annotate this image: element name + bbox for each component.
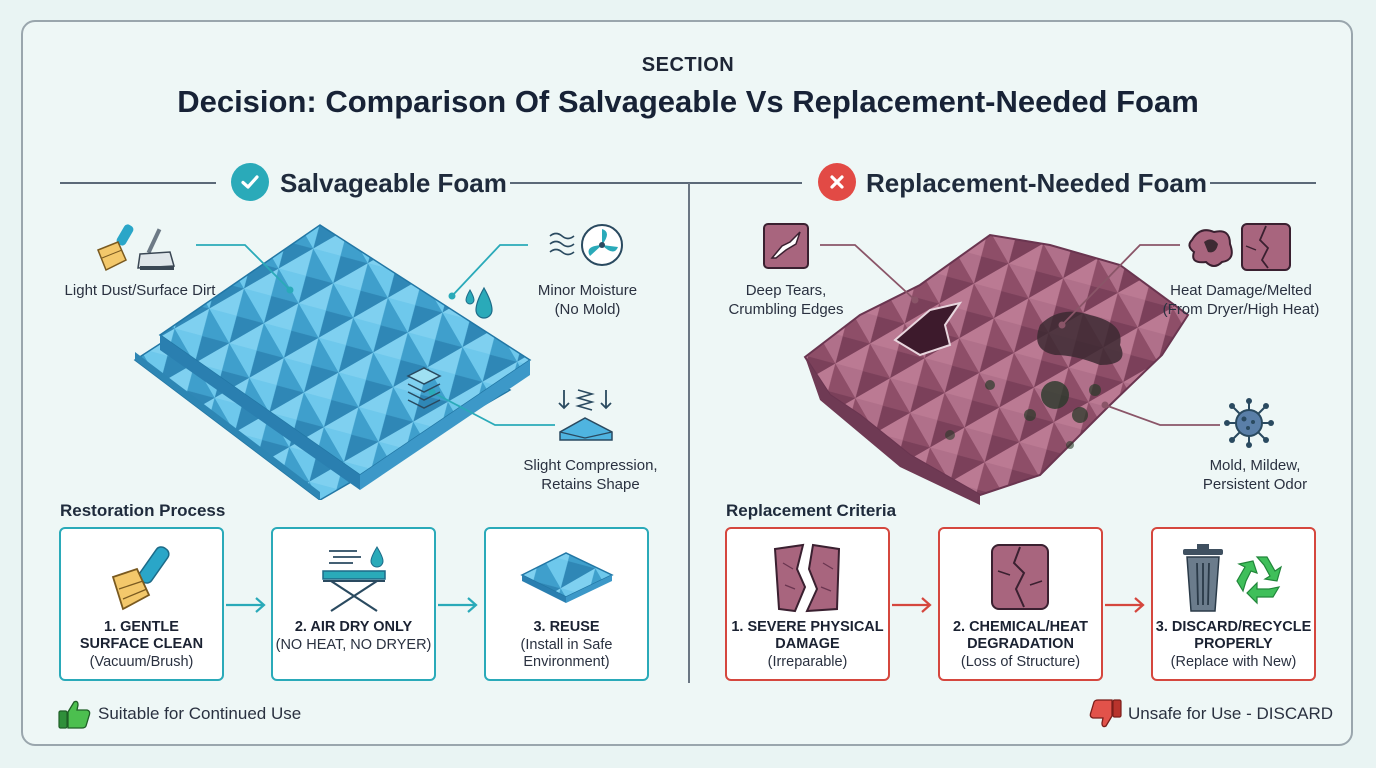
step-subtitle: (Install in Safe Environment)	[486, 637, 647, 671]
step-title-line2: SURFACE CLEAN	[79, 636, 204, 652]
damaged-foam-illustration	[803, 233, 1190, 505]
water-drop-icon	[465, 286, 493, 319]
column-divider	[688, 183, 690, 683]
criteria-title-line2: DAMAGE	[775, 636, 840, 652]
unsafe-footer: Unsafe for Use - DISCARD	[1088, 698, 1333, 730]
divider-line	[510, 182, 802, 184]
mold-callout-line2: Persistent Odor	[1202, 476, 1308, 493]
criteria-title-line1: 1. SEVERE PHYSICAL	[731, 619, 884, 635]
criteria-title: 3. DISCARD/RECYCLE PROPERLY	[1153, 619, 1314, 653]
criteria-card-discard: 3. DISCARD/RECYCLE PROPERLY (Replace wit…	[1151, 527, 1316, 681]
criteria-subtitle: (Replace with New)	[1170, 654, 1297, 670]
trash-recycle-icon	[1183, 544, 1283, 612]
salvageable-heading: Salvageable Foam	[280, 168, 507, 198]
spring-compression-icon	[558, 389, 613, 441]
page-title: Decision: Comparison Of Salvageable Vs R…	[177, 84, 1199, 119]
brush-icon	[97, 224, 175, 272]
broken-foam-icon	[773, 543, 841, 613]
divider-line	[60, 182, 216, 184]
check-icon	[231, 163, 269, 201]
mold-callout-line1: Mold, Mildew,	[1209, 457, 1301, 474]
criteria-title: 1. SEVERE PHYSICAL DAMAGE	[727, 619, 888, 653]
step-title: 1. GENTLE SURFACE CLEAN	[61, 619, 222, 653]
replacement-heading: Replacement-Needed Foam	[866, 168, 1207, 198]
step-title: 3. REUSE	[533, 619, 600, 635]
arrow-right-icon	[226, 597, 266, 613]
foam-panel-icon	[520, 552, 614, 603]
criteria-title-line1: 2. CHEMICAL/HEAT	[952, 619, 1089, 635]
dust-callout: Light Dust/Surface Dirt	[64, 282, 216, 299]
mold-icon	[1224, 398, 1274, 448]
heat-callout: Heat Damage/Melted (From Dryer/High Heat…	[1150, 281, 1332, 319]
step-card-reuse: 3. REUSE (Install in Safe Environment)	[484, 527, 649, 681]
arrow-right-icon	[438, 597, 478, 613]
criteria-subtitle: (Loss of Structure)	[960, 654, 1081, 670]
salvageable-foam-illustration	[133, 224, 532, 500]
suitable-footer: Suitable for Continued Use	[58, 698, 301, 730]
criteria-title-line2: PROPERLY	[1194, 636, 1273, 652]
compression-callout: Slight Compression, Retains Shape	[508, 456, 673, 494]
step-subtitle-line1: (Install in Safe	[520, 637, 613, 653]
replacement-callout-lines	[820, 244, 1220, 426]
step-card-air-dry: 2. AIR DRY ONLY (NO HEAT, NO DRYER)	[271, 527, 436, 681]
arrow-right-icon	[1105, 597, 1145, 613]
moisture-callout-line2: (No Mold)	[554, 301, 621, 318]
mold-callout: Mold, Mildew, Persistent Odor	[1180, 456, 1330, 494]
tears-callout: Deep Tears, Crumbling Edges	[715, 281, 857, 319]
criteria-title-line1: 3. DISCARD/RECYCLE	[1155, 619, 1312, 635]
criteria-subtitle: (Irreparable)	[767, 654, 848, 670]
thumbs-down-icon	[1089, 699, 1122, 728]
thumbs-up-icon	[58, 700, 91, 729]
moisture-callout-line1: Minor Moisture	[537, 282, 638, 299]
section-label: SECTION	[641, 54, 735, 76]
brush-icon	[111, 546, 170, 611]
melted-foam-icon	[1188, 223, 1291, 271]
compression-callout-line1: Slight Compression,	[523, 457, 658, 474]
arrow-right-icon	[892, 597, 932, 613]
replacement-criteria-title: Replacement Criteria	[726, 501, 897, 520]
restoration-process-title: Restoration Process	[60, 501, 226, 520]
compression-callout-line2: Retains Shape	[541, 476, 640, 493]
criteria-card-physical-damage: 1. SEVERE PHYSICAL DAMAGE (Irreparable)	[725, 527, 890, 681]
step-subtitle: (NO HEAT, NO DRYER)	[275, 637, 432, 653]
divider-line	[1210, 182, 1316, 184]
criteria-title-line2: DEGRADATION	[967, 636, 1074, 652]
drying-rack-icon	[322, 546, 386, 612]
fan-icon	[549, 224, 623, 266]
moisture-callout: Minor Moisture (No Mold)	[520, 281, 655, 319]
criteria-title: 2. CHEMICAL/HEAT DEGRADATION	[940, 619, 1101, 653]
tears-callout-line2: Crumbling Edges	[728, 301, 844, 318]
unsafe-footer-text: Unsafe for Use - DISCARD	[1128, 704, 1333, 723]
stack-compression-icon	[406, 367, 442, 409]
heat-callout-line1: Heat Damage/Melted	[1170, 282, 1312, 299]
x-icon	[818, 163, 856, 201]
tears-callout-line1: Deep Tears,	[745, 282, 827, 299]
step-title-line1: 1. GENTLE	[104, 619, 179, 635]
step-subtitle: (Vacuum/Brush)	[89, 654, 194, 670]
suitable-footer-text: Suitable for Continued Use	[98, 704, 302, 723]
step-card-gentle-clean: 1. GENTLE SURFACE CLEAN (Vacuum/Brush)	[59, 527, 224, 681]
salvageable-callout-lines	[196, 244, 555, 426]
degraded-foam-icon	[991, 544, 1049, 610]
criteria-card-chemical-heat: 2. CHEMICAL/HEAT DEGRADATION (Loss of St…	[938, 527, 1103, 681]
tear-icon	[763, 223, 809, 269]
step-title: 2. AIR DRY ONLY	[294, 619, 413, 635]
heat-callout-line2: (From Dryer/High Heat)	[1162, 301, 1320, 318]
step-subtitle-line2: Environment)	[523, 654, 610, 670]
